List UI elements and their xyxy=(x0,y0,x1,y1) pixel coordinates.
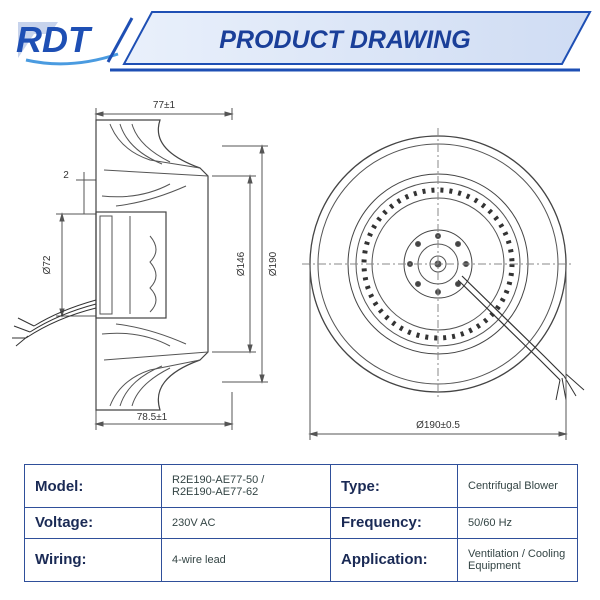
dim-d72: Ø72 xyxy=(42,255,53,274)
side-view xyxy=(12,108,268,430)
wiring-value: 4-wire lead xyxy=(161,537,331,583)
frequency-label: Frequency: xyxy=(330,507,458,539)
product-drawing: 77±1 2 Ø72 Ø146 Ø190 78.5±1 xyxy=(12,100,585,440)
side-view-labels: 77±1 2 Ø72 Ø146 Ø190 78.5±1 xyxy=(42,100,279,423)
table-row: Voltage: 230V AC Frequency: 50/60 Hz xyxy=(24,507,578,539)
banner-shape xyxy=(122,11,592,65)
type-value: Centrifugal Blower xyxy=(457,464,578,508)
application-label: Application: xyxy=(330,537,458,583)
model-label: Model: xyxy=(24,464,162,508)
dim-gap: 2 xyxy=(63,170,69,181)
brand-name: RDT xyxy=(16,19,93,60)
header-banner: RDT PRODUCT DRAWING xyxy=(16,11,592,72)
table-row: Model: R2E190-AE77-50 / R2E190-AE77-62 T… xyxy=(24,464,578,508)
banner-stripe-left xyxy=(106,17,134,63)
voltage-value: 230V AC xyxy=(161,507,331,539)
front-view xyxy=(302,128,585,440)
dim-width-bottom: 78.5±1 xyxy=(137,412,168,423)
model-value-line-1: R2E190-AE77-50 / xyxy=(172,474,265,486)
dim-front-diameter: Ø190±0.5 xyxy=(416,420,460,431)
dim-d146: Ø146 xyxy=(236,251,247,276)
dim-width-top: 77±1 xyxy=(153,100,176,111)
model-value-line-2: R2E190-AE77-62 xyxy=(172,486,259,498)
application-value: Ventilation / Cooling Equipment xyxy=(457,537,578,583)
spec-table: Model: R2E190-AE77-50 / R2E190-AE77-62 T… xyxy=(24,464,578,583)
frequency-value: 50/60 Hz xyxy=(457,507,578,539)
model-value: R2E190-AE77-50 / R2E190-AE77-62 xyxy=(161,464,331,508)
table-row: Wiring: 4-wire lead Application: Ventila… xyxy=(24,537,578,583)
brand-logo: RDT xyxy=(16,19,119,66)
dim-d190: Ø190 xyxy=(268,251,279,276)
wiring-label: Wiring: xyxy=(24,537,162,583)
type-label: Type: xyxy=(330,464,458,508)
voltage-label: Voltage: xyxy=(24,507,162,539)
swoosh-icon xyxy=(25,52,119,66)
turbo-icon xyxy=(18,22,58,58)
page-title: PRODUCT DRAWING xyxy=(219,26,470,54)
